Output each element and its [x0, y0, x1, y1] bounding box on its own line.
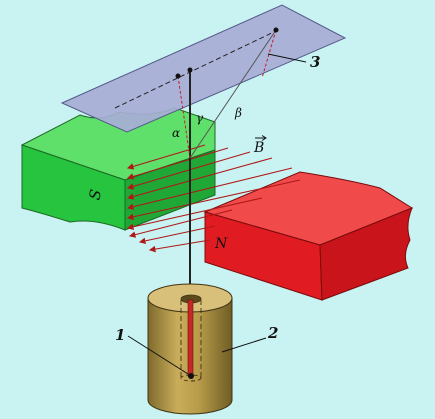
label-field-b-group: B: [253, 135, 267, 156]
magnet-n-pole: [203, 171, 414, 301]
label-pole-s: S: [85, 188, 105, 202]
plate-shape: [60, 4, 347, 133]
leader-lines: [127, 53, 307, 375]
label-pole-n: N: [214, 236, 228, 252]
label-alpha: α: [172, 126, 180, 140]
magnet-s-side: [124, 149, 216, 231]
label-part-3: 3: [310, 53, 320, 71]
magnet-s-front: [21, 144, 126, 231]
label-field-b: B: [253, 140, 264, 156]
field-lines: [126, 144, 301, 253]
label-part-2: 2: [267, 324, 278, 342]
magnet-s-pole: [20, 107, 216, 231]
plate: [60, 4, 347, 133]
cylinder: [147, 283, 233, 415]
magnet-n-side: [319, 207, 413, 301]
label-gamma: γ: [196, 111, 204, 125]
label-part-1: 1: [115, 326, 125, 344]
label-beta: β: [234, 106, 242, 120]
